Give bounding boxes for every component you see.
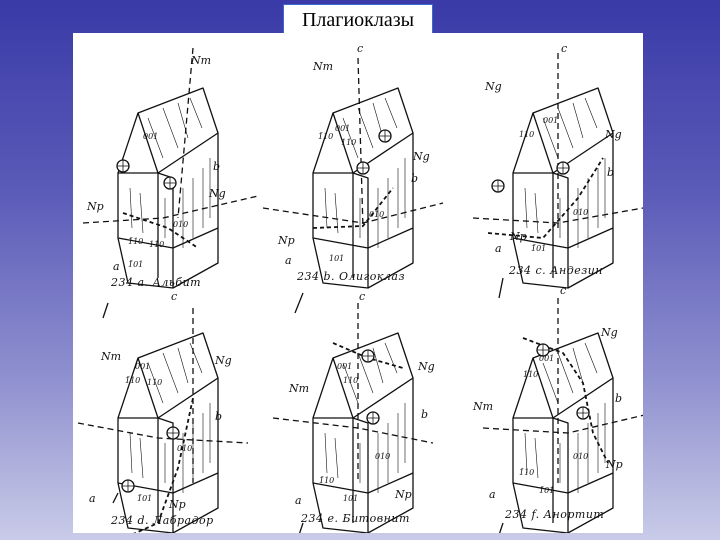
fig-a-nm-label: Nm [191, 54, 212, 67]
fig-f-face-1-10: 1̄10 [519, 468, 535, 477]
fig-f-face-010: 010 [573, 452, 589, 461]
fig-f-ng-label: Ng [601, 326, 618, 339]
fig-d-face-001: 001 [135, 362, 151, 371]
fig-b-b-label: b [411, 172, 419, 185]
fig-e-face-110: 110 [343, 376, 359, 385]
figure-c-drawing [472, 53, 643, 299]
fig-b-face-1-10: 1̄10 [318, 132, 334, 141]
fig-c-caption: 234 c. Андезин [509, 264, 604, 277]
fig-c-face-101: 1̄01 [531, 244, 547, 253]
fig-d-nm-label: Nm [101, 350, 122, 363]
fig-d-np-label: Np [169, 498, 186, 511]
fig-a-ng-label: Ng [209, 187, 226, 200]
fig-f-face-101: 1̄01 [539, 486, 555, 495]
fig-a-face-010: 010 [173, 220, 189, 229]
fig-a-face-110: 110 [149, 240, 165, 249]
fig-b-np-label: Np [278, 234, 295, 247]
fig-c-ng-label: Ng [485, 80, 502, 93]
fig-e-b-label: b [421, 408, 429, 421]
figure-a-drawing [82, 47, 259, 319]
fig-b-caption: 234 b. Олигоклаз [297, 270, 405, 283]
figure-e-drawing [272, 303, 434, 533]
fig-b-face-001: 001 [335, 124, 351, 133]
fig-d-caption: 234 d. Лабрадор [111, 514, 214, 527]
fig-a-np-label: Np [87, 200, 104, 213]
fig-c-ng2-label: Ng [605, 128, 622, 141]
crystal-plate: Nm b Ng Np a 001 110 010 1̄10 1̄01 234 a… [73, 33, 643, 533]
fig-e-face-001: 001 [337, 362, 353, 371]
fig-f-c-label: c [560, 284, 567, 297]
fig-e-a-label: a [295, 494, 302, 507]
fig-f-face-110: 110 [523, 370, 539, 379]
fig-b-a-label: a [285, 254, 292, 267]
figure-d-drawing [77, 308, 249, 533]
fig-e-face-101: 101 [343, 494, 359, 503]
fig-a-caption: 234 a. Альбит [111, 276, 202, 289]
slide-title: Плагиоклазы [283, 4, 433, 37]
fig-f-nm-label: Nm [473, 400, 494, 413]
fig-d-c-label: c [171, 290, 178, 303]
fig-f-a-label: a [489, 488, 496, 501]
crystal-drawings [77, 47, 643, 533]
fig-b-ng-label: Ng [413, 150, 430, 163]
fig-e-c-label: c [359, 290, 366, 303]
fig-d-a-label: a [89, 492, 96, 505]
fig-f-np-label: Np [606, 458, 623, 471]
fig-b-face-010: 010 [369, 210, 385, 219]
fig-b-face-101: 101 [329, 254, 345, 263]
fig-c-face-001: 001 [543, 116, 559, 125]
fig-c-b-label: b [607, 166, 615, 179]
fig-b-nm-label: Nm [313, 60, 334, 73]
fig-f-caption: 234 f. Анортит [505, 508, 605, 521]
fig-d-face-010: 010 [177, 444, 193, 453]
figure-b-drawing [262, 57, 444, 314]
fig-b-c-label: c [357, 42, 364, 55]
fig-c-a-label: a [495, 242, 502, 255]
fig-d-face-101: 1̄01 [137, 494, 153, 503]
fig-a-face-001: 001 [143, 132, 159, 141]
fig-e-nm-label: Nm [289, 382, 310, 395]
fig-e-face-010: 010 [375, 452, 391, 461]
fig-a-face-101: 1̄01 [128, 260, 144, 269]
fig-d-ng-label: Ng [215, 354, 232, 367]
fig-c-face-110: 110 [519, 130, 535, 139]
figure-f-drawing [482, 298, 643, 533]
fig-c-face-010: 010 [573, 208, 589, 217]
fig-f-face-001: 001 [539, 354, 555, 363]
fig-e-ng-label: Ng [418, 360, 435, 373]
fig-f-b-label: b [615, 392, 623, 405]
fig-a-a-label: a [113, 260, 120, 273]
fig-a-b-label: b [213, 160, 221, 173]
fig-e-face-1-10: 1̄10 [319, 476, 335, 485]
fig-c-c-label: c [561, 42, 568, 55]
fig-e-caption: 234 e. Битовнит [301, 512, 410, 525]
fig-c-np-label: Np [510, 230, 527, 243]
fig-d-face-1-10: 1̄10 [125, 376, 141, 385]
fig-d-face-110: 110 [147, 378, 163, 387]
fig-d-b-label: b [215, 410, 223, 423]
fig-a-face-1-10: 1̄10 [128, 237, 144, 246]
fig-b-face-110: 110 [341, 138, 357, 147]
fig-e-np-label: Np [395, 488, 412, 501]
